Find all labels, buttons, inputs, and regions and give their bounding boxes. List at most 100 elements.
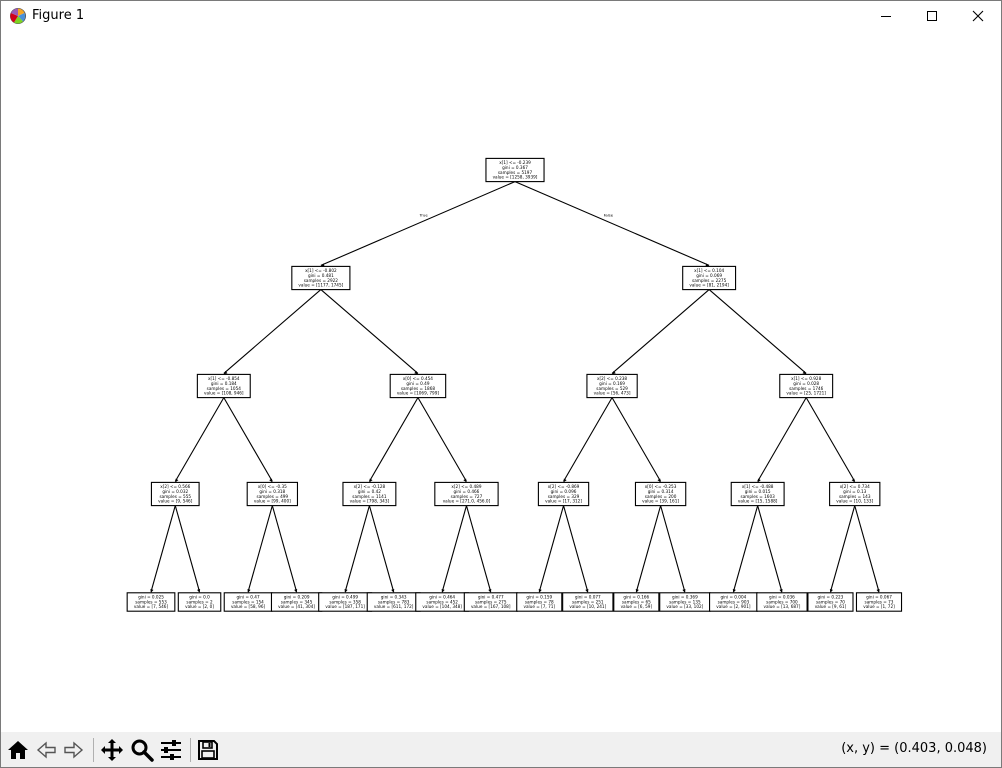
node-text-line: value = [81, 2194] xyxy=(689,283,729,288)
node-text-line: gini = 0.464 xyxy=(429,595,455,600)
node-text-line: gini = 0.499 xyxy=(332,595,358,600)
maximize-button[interactable] xyxy=(909,1,955,31)
node-box xyxy=(829,481,881,507)
tree-edge xyxy=(417,397,467,482)
subplots-button[interactable] xyxy=(157,736,185,764)
node-text-line: gini = 0.49 xyxy=(406,381,429,386)
pan-button[interactable] xyxy=(98,736,126,764)
tree-edge xyxy=(320,289,419,374)
node-text-line: value = [271.0, 456.0] xyxy=(443,499,491,504)
save-icon xyxy=(198,740,218,760)
tree-edge xyxy=(757,397,807,482)
tree-edge xyxy=(660,505,686,592)
node-box xyxy=(807,592,854,612)
node-text-line: gini = 0.47 xyxy=(236,595,259,600)
node-box xyxy=(855,592,903,612)
tree-edge xyxy=(368,505,395,592)
edge-arrowhead xyxy=(757,478,761,483)
node-text-line: x[2] <= -0.869 xyxy=(548,484,580,489)
zoom-button[interactable] xyxy=(128,736,156,764)
node-box xyxy=(756,592,808,612)
node-text-line: samples = 1868 xyxy=(401,386,436,391)
edge-arrowhead xyxy=(802,370,807,375)
node-text-line: gini = 0.015 xyxy=(745,489,771,494)
node-text-line: samples = 727 xyxy=(451,494,483,499)
node-text-line: x[0] <= 0.454 xyxy=(403,376,433,381)
node-text-line: gini = 0.318 xyxy=(259,489,285,494)
edge-arrowhead xyxy=(344,588,348,593)
edge-arrowhead xyxy=(488,588,492,593)
node-text-line: gini = 0.025 xyxy=(138,595,164,600)
node-text-line: gini = 0.209 xyxy=(284,595,310,600)
node-text-line: gini = 0.069 xyxy=(696,273,722,278)
node-text-line: samples = 345 xyxy=(281,599,313,604)
home-icon xyxy=(8,741,28,759)
tree-edge xyxy=(611,397,662,482)
node-text-line: samples = 135 xyxy=(669,599,701,604)
node-text-line: value = [1177, 1745] xyxy=(298,283,343,288)
title-bar[interactable]: Figure 1 xyxy=(1,1,1001,31)
node-text-line: gini = 0.067 xyxy=(866,595,892,600)
toolbar-separator xyxy=(190,738,191,762)
node-text-line: x[1] <= -0.488 xyxy=(742,484,774,489)
node-text-line: value = [41, 304] xyxy=(278,604,315,609)
close-button[interactable] xyxy=(955,1,1001,31)
node-box xyxy=(730,481,785,507)
node-text-line: gini = 0.223 xyxy=(818,595,844,600)
node-text-line: samples = 143 xyxy=(839,494,871,499)
node-box xyxy=(682,265,737,291)
edge-arrowhead xyxy=(538,588,542,593)
node-box xyxy=(562,592,614,612)
node-box xyxy=(196,373,251,399)
save-button[interactable] xyxy=(194,736,222,764)
node-text-line: value = [7, 71] xyxy=(524,604,556,609)
tree-edge xyxy=(271,505,298,592)
node-text-line: x[1] <= -0.239 xyxy=(499,160,531,165)
edge-arrowhead xyxy=(441,588,445,593)
node-text-line: x[2] <= -0.128 xyxy=(354,484,386,489)
node-box xyxy=(389,373,447,399)
forward-arrow-icon xyxy=(64,741,84,759)
edge-arrowhead xyxy=(197,588,201,593)
node-box xyxy=(150,481,200,507)
node-text-line: value = [1069, 799] xyxy=(397,391,440,396)
matplotlib-icon xyxy=(10,8,26,24)
home-button[interactable] xyxy=(4,736,32,764)
edge-arrowhead xyxy=(223,370,228,375)
tree-edge xyxy=(514,181,710,266)
node-text-line: value = [104, 348] xyxy=(422,604,462,609)
node-box xyxy=(177,592,222,612)
tree-edge xyxy=(465,505,492,592)
edge-arrowhead xyxy=(247,588,251,593)
node-text-line: samples = 452 xyxy=(426,599,458,604)
node-box xyxy=(246,481,299,507)
edge-arrowhead xyxy=(369,478,373,483)
forward-button[interactable] xyxy=(60,736,88,764)
node-text-line: x[1] <= -0.854 xyxy=(208,376,240,381)
minimize-button[interactable] xyxy=(863,1,909,31)
node-text-line: value = [2, 901] xyxy=(716,604,751,609)
node-text-line: value = [56, 473] xyxy=(594,391,631,396)
back-button[interactable] xyxy=(32,736,60,764)
node-text-line: value = [9, 61] xyxy=(815,604,847,609)
node-text-line: x[1] <= 0.104 xyxy=(694,268,724,273)
node-text-line: samples = 78 xyxy=(525,599,554,604)
